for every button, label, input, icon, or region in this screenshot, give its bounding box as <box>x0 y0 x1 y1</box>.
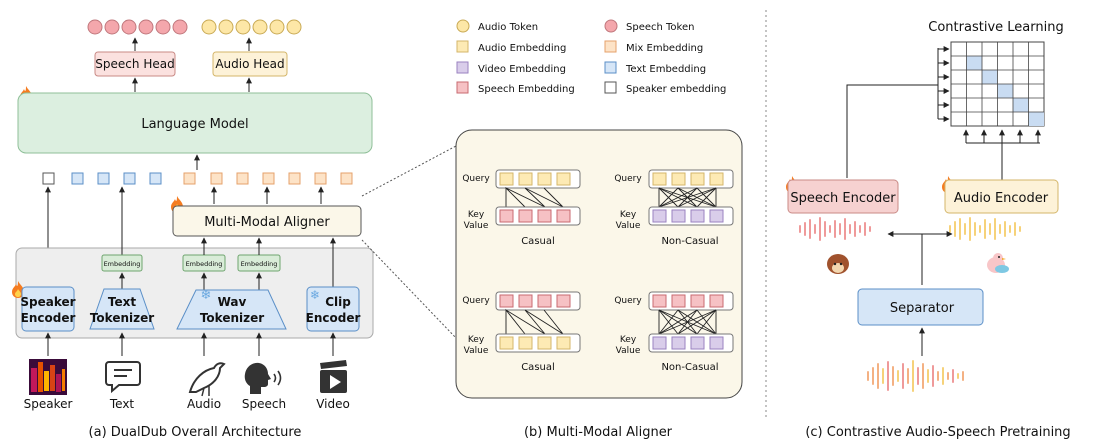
embedding-label-text: Embedding <box>104 260 141 268</box>
text-embedding-box <box>101 254 143 272</box>
text-bubble-icon <box>105 361 141 394</box>
legend-speech-embedding: Speech Embedding <box>478 84 575 95</box>
wav-frozen-snowflake-icon: ❄ <box>201 288 212 303</box>
speaker-encoder-line1: Speaker <box>20 295 75 309</box>
panel-c: Contrastive Learning <box>786 20 1071 440</box>
bird-icon <box>188 362 226 397</box>
query-label-1: Query <box>462 174 490 184</box>
legend: Audio Token Speech Token Audio Embedding… <box>456 19 726 95</box>
wav-tokenizer-line2: Tokenizer <box>200 311 264 325</box>
panel-b: Query Key Value Casual Query <box>455 129 743 440</box>
key-label-3: Key <box>468 335 485 345</box>
caption-a: (a) DualDub Overall Architecture <box>89 425 302 440</box>
clip-encoder-box <box>306 286 360 332</box>
speaker-encoder-line2: Encoder <box>21 311 76 325</box>
speech-waveform-icon <box>799 217 871 241</box>
audio-encoder-box <box>944 179 1059 214</box>
noncasual-label-1: Non-Casual <box>661 236 718 247</box>
audio-head-label: Audio Head <box>215 57 284 71</box>
spectrogram-icon <box>29 359 67 395</box>
query-label-2: Query <box>614 174 642 184</box>
legend-audio-token: Audio Token <box>478 22 538 33</box>
audio-head-box <box>212 51 288 77</box>
mixed-waveform-icon <box>867 360 964 392</box>
speech-head-label: Speech Head <box>95 57 174 71</box>
audio-waveform-icon <box>949 217 1021 241</box>
clip-encoder-line2: Encoder <box>306 311 361 325</box>
text-tokenizer-box <box>89 288 155 330</box>
multi-modal-aligner-box <box>172 205 362 237</box>
aligner-bottom-noncasual: Query Key Value Non-Casual <box>614 291 734 373</box>
audio-encoder-label: Audio Encoder <box>954 191 1049 206</box>
key-label-1: Key <box>468 210 485 220</box>
aligner-detail-box <box>455 129 743 399</box>
aligner-top-noncasual: Query Key Value Non-Casual <box>614 169 734 247</box>
embedding-row <box>42 172 353 185</box>
speaker-character-icon <box>827 254 849 274</box>
bird-character-icon <box>987 253 1009 273</box>
audio-tokens-output <box>201 19 302 35</box>
panel-a: Speech Head Audio Head Language Model <box>12 19 457 440</box>
aligner-bottom-casual: Query Key Value Casual <box>462 291 581 373</box>
speech-encoder-box <box>787 179 899 214</box>
query-label-3: Query <box>462 296 490 306</box>
noncasual-label-2: Non-Casual <box>661 362 718 373</box>
legend-audio-embedding: Audio Embedding <box>478 43 566 54</box>
language-model-box <box>17 92 373 154</box>
language-model-label: Language Model <box>141 117 248 132</box>
legend-mix-embedding: Mix Embedding <box>626 43 703 54</box>
separator-label: Separator <box>890 301 955 316</box>
embedding-label-wav-1: Embedding <box>186 260 223 268</box>
separator-box <box>857 288 984 326</box>
input-label-audio: Audio <box>187 397 221 411</box>
embedding-label-wav-2: Embedding <box>241 260 278 268</box>
speaker-flame-icon <box>12 281 24 298</box>
similarity-matrix <box>950 41 1045 127</box>
input-label-text: Text <box>109 397 135 411</box>
casual-label-2: Casual <box>521 362 555 373</box>
legend-speech-token: Speech Token <box>626 22 694 33</box>
key-label-4: Key <box>620 335 637 345</box>
legend-video-embedding: Video Embedding <box>478 64 566 75</box>
query-label-4: Query <box>614 296 642 306</box>
input-label-speaker: Speaker <box>24 397 73 411</box>
aligner-top-casual: Query Key Value Casual <box>462 169 581 247</box>
wav-tokenizer-line1: Wav <box>218 295 247 309</box>
input-label-video: Video <box>316 397 350 411</box>
aligner-label: Multi-Modal Aligner <box>204 215 330 230</box>
text-tokenizer-line2: Tokenizer <box>90 311 154 325</box>
clip-encoder-line1: Clip <box>325 295 351 309</box>
caption-b: (b) Multi-Modal Aligner <box>524 425 673 440</box>
legend-speaker-embedding: Speaker embedding <box>626 84 726 95</box>
input-label-speech: Speech <box>242 397 286 411</box>
value-label-1: Value <box>464 221 489 231</box>
video-clapper-icon <box>320 360 347 393</box>
casual-label-1: Casual <box>521 236 555 247</box>
speech-head-box <box>94 51 176 77</box>
text-tokenizer-line1: Text <box>108 295 136 309</box>
speech-tokens-output <box>87 19 188 35</box>
clip-frozen-snowflake-icon: ❄ <box>310 288 320 302</box>
value-label-2: Value <box>616 221 641 231</box>
value-label-3: Value <box>464 346 489 356</box>
speaker-encoder-box <box>21 286 75 332</box>
wav-tokenizer-box <box>176 289 287 330</box>
speech-encoder-label: Speech Encoder <box>790 191 896 206</box>
contrastive-learning-title: Contrastive Learning <box>928 20 1063 35</box>
caption-c: (c) Contrastive Audio-Speech Pretraining <box>805 425 1070 440</box>
speaking-head-icon <box>244 362 282 394</box>
key-label-2: Key <box>620 210 637 220</box>
legend-text-embedding: Text Embedding <box>625 64 706 75</box>
value-label-4: Value <box>616 346 641 356</box>
